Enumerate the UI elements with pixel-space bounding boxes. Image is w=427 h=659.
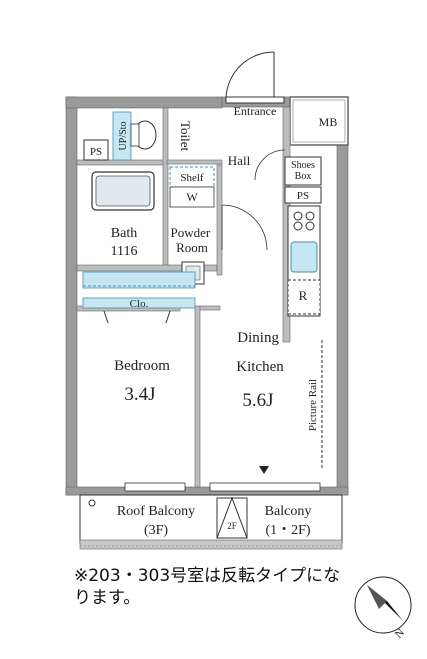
compass-label: N	[393, 627, 407, 641]
balcony-label: Balcony	[265, 504, 312, 519]
bathtub	[91, 171, 155, 211]
interior-doors	[221, 149, 286, 251]
picture-rail-label: Picture Rail	[307, 379, 319, 431]
dk-size-label: 5.6J	[242, 390, 273, 411]
ps-left-box	[83, 139, 109, 161]
entrance-label: Entrance	[234, 104, 277, 118]
interior-walls	[76, 106, 291, 488]
bedroom-label: Bedroom	[114, 358, 170, 374]
dk-line2: Kitchen	[236, 359, 284, 375]
shoes-box-label-line: Box	[295, 171, 312, 182]
hall-label: Hall	[228, 153, 251, 168]
window-frame	[124, 482, 321, 492]
roof-balcony-floor-label: (3F)	[144, 523, 168, 538]
toilet-fixture	[112, 111, 157, 161]
w-label: W	[186, 190, 198, 204]
window-marker	[259, 466, 269, 474]
powder-room-label: Powder Room	[171, 225, 214, 255]
kitchen-counter	[287, 205, 321, 317]
bath-label: Bath	[111, 226, 137, 241]
dining-kitchen-label: Dining Kitchen	[236, 330, 284, 375]
ps-left-label: PS	[90, 146, 102, 158]
reverse-type-note: ※203・303号室は反転タイプになります。	[74, 566, 341, 608]
shelf-label: Shelf	[180, 172, 204, 184]
toilet-label: Toilet	[178, 121, 193, 152]
up-sto-label: UP/Sto	[118, 122, 129, 151]
compass-icon	[354, 576, 412, 634]
roof-balcony-label: Roof Balcony	[117, 504, 195, 519]
shoes-box-label-line: Shoes	[291, 160, 315, 171]
entrance-door	[225, 51, 285, 104]
mb-box	[289, 96, 349, 146]
floor-marker-label: 2F	[227, 521, 237, 531]
dk-line1: Dining	[237, 330, 279, 346]
powder-room-line2: Room	[176, 240, 208, 255]
balcony	[79, 494, 343, 550]
bath-size-label: 1116	[111, 244, 138, 259]
clo-label: Clo.	[130, 298, 149, 310]
mb-label: MB	[319, 115, 338, 129]
bedroom-size-label: 3.4J	[124, 384, 155, 405]
powder-room-line1: Powder	[171, 225, 211, 240]
closet	[82, 271, 196, 324]
ps-right-label: PS	[297, 190, 309, 202]
r-label: R	[299, 288, 308, 303]
balcony-floor-label: (1・2F)	[265, 523, 310, 538]
shoes-box	[284, 156, 322, 204]
